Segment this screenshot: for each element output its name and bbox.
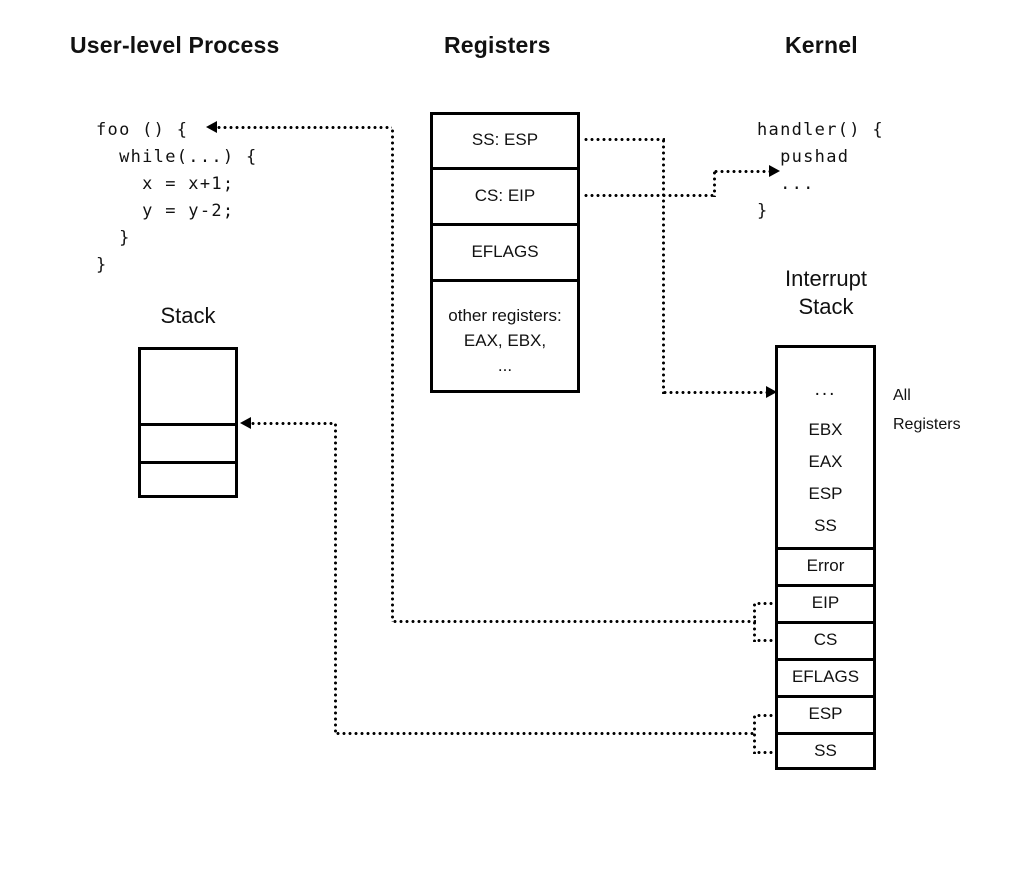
connector-cs-eip-horizontal bbox=[583, 194, 716, 197]
connector-return-esp-horizontal bbox=[335, 732, 756, 735]
interrupt-stack-cell-cs: CS bbox=[813, 630, 838, 649]
connector-cs-eip-vertical bbox=[713, 170, 716, 197]
connector-to-interrupt-stack-horizontal bbox=[662, 391, 770, 394]
arrowhead-to-interrupt-stack bbox=[766, 386, 777, 398]
interrupt-stack-divider-6 bbox=[775, 732, 876, 735]
column-title-user-level-process: User-level Process bbox=[70, 32, 280, 58]
interrupt-stack-divider-1 bbox=[775, 547, 876, 550]
column-title-registers: Registers bbox=[444, 32, 551, 58]
all-registers-label-line2: Registers bbox=[893, 416, 961, 433]
interrupt-stack-saved-ellipsis: ... bbox=[814, 379, 837, 400]
connector-return-eip-horizontal bbox=[392, 620, 756, 623]
interrupt-stack-saved-ss: SS bbox=[814, 516, 837, 535]
interrupt-stack-box bbox=[775, 345, 876, 770]
interrupt-stack-divider-2 bbox=[775, 584, 876, 587]
arrowhead-to-foo bbox=[206, 121, 217, 133]
registers-cell-ss-esp: SS: ESP bbox=[471, 130, 539, 149]
connector-return-to-foo-horizontal bbox=[216, 126, 392, 129]
registers-divider-3 bbox=[430, 279, 580, 282]
interrupt-stack-cell-error: Error bbox=[806, 556, 845, 575]
connector-return-esp-vertical bbox=[334, 422, 337, 733]
connector-ss-cell-stub bbox=[756, 751, 776, 754]
kernel-handler-code: handler() { pushad ... } bbox=[757, 120, 884, 221]
interrupt-stack-saved-ebx: EBX bbox=[808, 420, 843, 439]
interrupt-stack-cell-ss: SS bbox=[814, 741, 837, 760]
interrupt-stack-cell-esp: ESP bbox=[808, 704, 843, 723]
arrowhead-to-user-stack bbox=[240, 417, 251, 429]
user-stack-title: Stack bbox=[160, 303, 216, 328]
connector-ss-esp-horizontal bbox=[583, 138, 665, 141]
registers-cell-cs-eip: CS: EIP bbox=[474, 186, 536, 205]
all-registers-side-label: All Registers bbox=[893, 381, 961, 439]
connector-return-to-stack-horizontal bbox=[250, 422, 335, 425]
registers-divider-1 bbox=[430, 167, 580, 170]
user-stack-divider-1 bbox=[138, 423, 238, 426]
registers-cell-eflags: EFLAGS bbox=[471, 242, 539, 261]
interrupt-stack-divider-5 bbox=[775, 695, 876, 698]
interrupt-stack-saved-esp: ESP bbox=[808, 484, 843, 503]
connector-ss-esp-vertical bbox=[662, 138, 665, 394]
connector-eip-cell-stub bbox=[756, 602, 776, 605]
column-title-kernel: Kernel bbox=[785, 32, 858, 58]
connector-cs-eip-to-handler bbox=[713, 170, 773, 173]
arrowhead-to-handler bbox=[769, 165, 780, 177]
connector-return-eip-vertical bbox=[391, 128, 394, 622]
user-process-code: foo () { while(...) { x = x+1; y = y-2; … bbox=[96, 120, 258, 275]
interrupt-stack-title-line2: Stack bbox=[798, 294, 854, 319]
interrupt-stack-cell-eip: EIP bbox=[811, 593, 840, 612]
interrupt-stack-title-line1: Interrupt bbox=[785, 266, 867, 291]
interrupt-stack-title: Interrupt Stack bbox=[736, 265, 916, 321]
interrupt-stack-saved-eax: EAX bbox=[808, 452, 843, 471]
interrupt-stack-divider-3 bbox=[775, 621, 876, 624]
interrupt-stack-divider-4 bbox=[775, 658, 876, 661]
all-registers-label-line1: All bbox=[893, 387, 911, 404]
interrupt-stack-cell-eflags: EFLAGS bbox=[791, 667, 860, 686]
registers-cell-other-registers: other registers: EAX, EBX, ... bbox=[448, 306, 562, 375]
user-stack-box bbox=[138, 347, 238, 498]
registers-divider-2 bbox=[430, 223, 580, 226]
registers-box bbox=[430, 112, 580, 393]
connector-cs-cell-stub bbox=[756, 639, 776, 642]
user-stack-divider-2 bbox=[138, 461, 238, 464]
connector-esp-cell-stub bbox=[756, 714, 776, 717]
